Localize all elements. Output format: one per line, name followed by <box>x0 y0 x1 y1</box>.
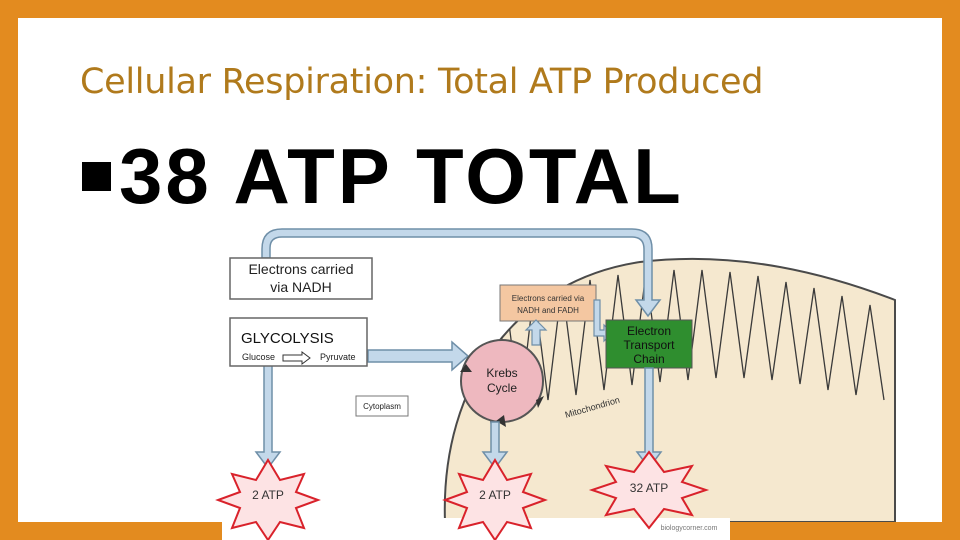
atp-star-glycolysis: 2 ATP <box>215 458 321 540</box>
etc-line1: Electron <box>627 324 671 338</box>
krebs-line2: Cycle <box>487 381 517 395</box>
bottom-frame-left <box>0 522 222 540</box>
krebs-cycle-arrowhead-icon <box>460 364 472 372</box>
atp-star-krebs: 2 ATP <box>442 458 548 540</box>
glycolysis-title: GLYCOLYSIS <box>241 330 334 347</box>
watermark: biologycorner.com <box>661 525 718 532</box>
krebs-cycle-circle: Krebs Cycle <box>460 339 544 427</box>
mitochondrion-shape <box>443 257 896 523</box>
krebs-to-atp-arrow <box>481 421 509 470</box>
atp-etc-label: 32 ATP <box>630 481 668 495</box>
krebs-cycle-arrowhead-icon <box>536 396 544 408</box>
square-bullet-icon <box>82 161 111 191</box>
bottom-frame-right <box>730 522 960 540</box>
slide-title: Cellular Respiration: Total ATP Produced <box>80 62 764 102</box>
glucose-to-pyruvate-arrow-icon <box>282 351 311 365</box>
atp-krebs-label: 2 ATP <box>479 488 511 502</box>
cytoplasm-label-box: Cytoplasm <box>355 395 409 417</box>
atp-glycolysis-label: 2 ATP <box>252 488 284 502</box>
glycolysis-to-atp-arrow <box>254 364 282 470</box>
glycolysis-box: GLYCOLYSIS Glucose Pyruvate <box>229 317 368 367</box>
cytoplasm-label: Cytoplasm <box>363 402 401 411</box>
atp-star-etc: 32 ATP <box>588 450 710 530</box>
nadh-box-line1: Electrons carried <box>248 261 353 277</box>
nadh-to-etc-arrow <box>261 228 662 318</box>
glycolysis-to: Pyruvate <box>320 352 356 362</box>
headline-bullet: 38 ATP TOTAL <box>82 136 684 216</box>
diagram-bottom-area <box>222 518 730 540</box>
etc-line3: Chain <box>633 352 664 366</box>
mito-electrons-box: Electrons carried via NADH and FADH <box>499 284 597 322</box>
nadh-box-line2: via NADH <box>270 279 331 295</box>
glycolysis-from: Glucose <box>242 352 275 362</box>
krebs-to-fadh-arrow <box>524 319 548 346</box>
glycolysis-to-krebs-arrow <box>367 340 470 372</box>
krebs-line1: Krebs <box>486 366 517 380</box>
etc-line2: Transport <box>624 338 676 352</box>
nadh-electrons-box: Electrons carried via NADH <box>229 257 373 300</box>
krebs-cycle-arrowhead-icon <box>496 415 506 427</box>
mito-electrons-line2: NADH and FADH <box>517 306 579 315</box>
headline-total-atp: 38 ATP TOTAL <box>119 132 684 220</box>
mito-electrons-line1: Electrons carried via <box>512 294 585 303</box>
electron-transport-chain-box: Electron Transport Chain <box>605 319 693 369</box>
